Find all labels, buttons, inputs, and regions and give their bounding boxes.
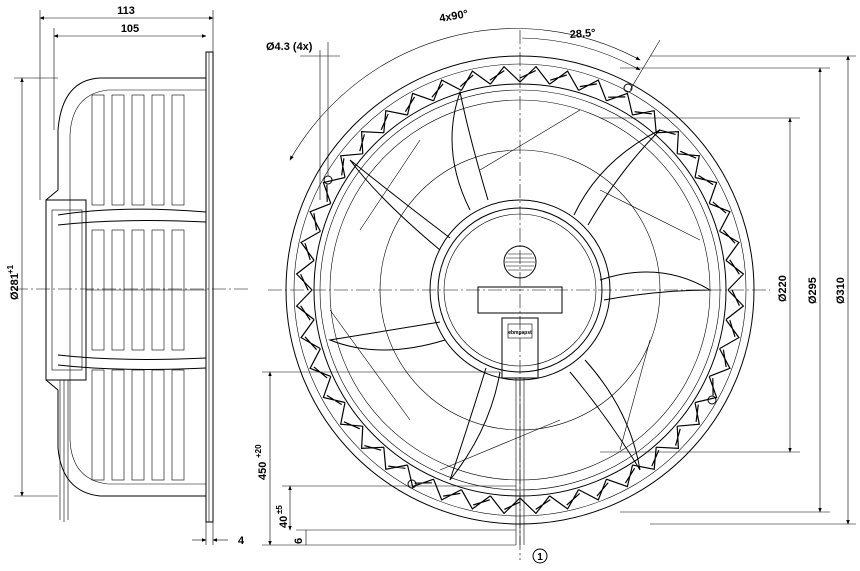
mounting-flange <box>205 51 214 523</box>
dim-side-diameter: Ø281 <box>9 273 21 300</box>
dim-strip-length: 40 <box>278 516 290 528</box>
side-blades <box>91 94 185 481</box>
dim-hole-angle: 28.5° <box>569 27 596 41</box>
front-cable <box>515 378 525 545</box>
vent-icon <box>503 245 537 279</box>
connector-label: ebmpapst <box>508 330 532 336</box>
dim-cable-length-tol: +20 <box>254 444 263 458</box>
dim-strip-length-tol: ±5 <box>275 505 284 514</box>
dim-side-diameter-tol: +1 <box>6 264 15 274</box>
dim-bolt-circle: Ø220 <box>777 275 789 302</box>
dim-ring-diameter: Ø295 <box>807 277 819 304</box>
dim-hole-pattern: 4x90° <box>438 8 469 25</box>
callout-circle <box>532 548 548 564</box>
callout-cable: 1 <box>537 552 543 563</box>
dim-body-depth: 105 <box>121 23 139 35</box>
dim-wire-end: 6 <box>293 538 305 544</box>
hub-inner <box>437 207 603 373</box>
side-view: 113 105 Ø281 +1 4 <box>6 5 248 547</box>
dim-total-depth: 113 <box>117 5 135 17</box>
dim-outer-diameter: Ø310 <box>835 277 847 304</box>
front-view: ebmpapst Ø4.3 (4x) 4x90° 28.5° Ø220 Ø295 <box>254 8 856 564</box>
dim-hole-diameter: Ø4.3 (4x) <box>266 41 313 53</box>
dim-cable-length: 450 <box>257 462 269 480</box>
rating-plate <box>477 286 563 314</box>
side-cable <box>59 380 69 522</box>
dim-flange-thickness: 4 <box>238 535 245 547</box>
